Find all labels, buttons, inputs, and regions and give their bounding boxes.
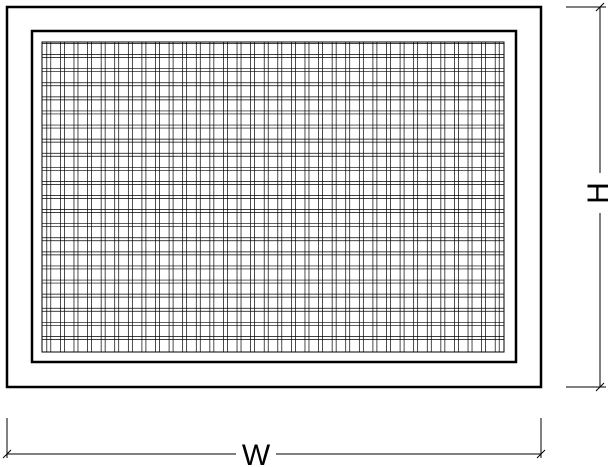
width-tick-right — [536, 449, 546, 459]
grille-grid — [42, 42, 504, 353]
height-tick-top — [595, 2, 605, 12]
height-dimension: H — [566, 2, 614, 392]
width-tick-left — [2, 449, 12, 459]
inner-frame — [30, 29, 518, 364]
width-label: W — [242, 439, 271, 467]
height-label: H — [582, 182, 614, 204]
width-dimension: W — [2, 418, 546, 467]
outer-frame — [5, 5, 543, 389]
grille-core-border — [41, 41, 505, 353]
height-tick-bottom — [595, 382, 605, 392]
